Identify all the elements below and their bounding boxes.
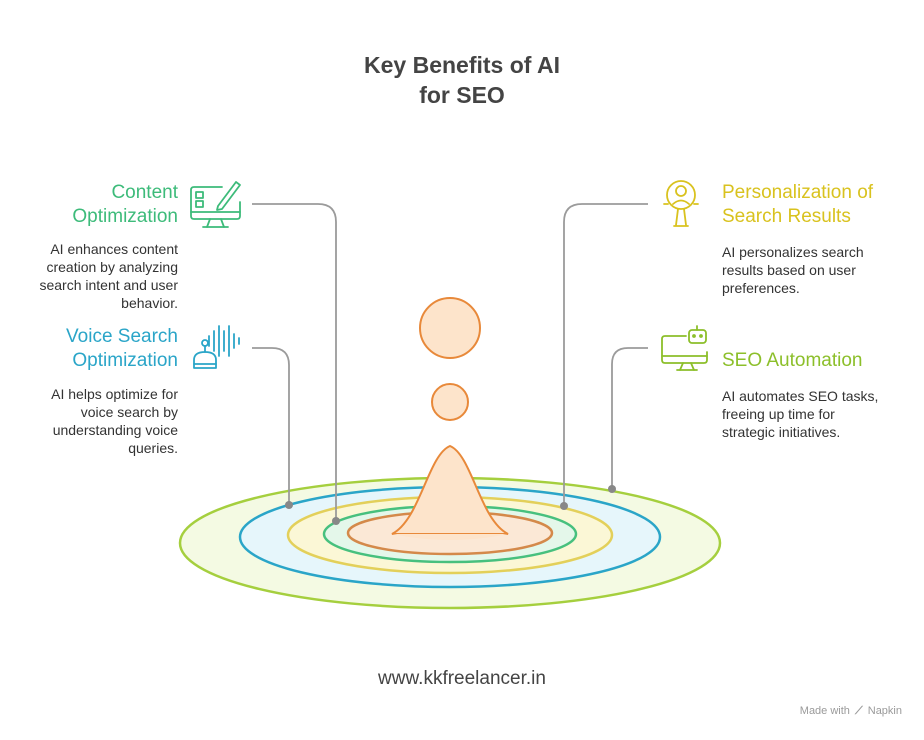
personalization-heading-line-1: Personalization of: [722, 182, 874, 203]
automation-heading: SEO Automation: [722, 349, 912, 373]
personalization-desc-line: AI personalizes search: [722, 244, 864, 260]
automation-desc-line: freeing up time for: [722, 406, 835, 422]
drop-large: [419, 297, 481, 359]
voice-heading-line-1: Voice Search: [66, 326, 178, 347]
title-line-1: Key Benefits of AI: [364, 52, 560, 78]
connector-voice: [252, 347, 290, 505]
connector-content: [252, 203, 337, 521]
website-footer[interactable]: www.kkfreelancer.in: [378, 668, 546, 689]
page-title: Key Benefits of AI for SEO: [0, 50, 924, 110]
voice-desc-line: queries.: [128, 440, 178, 456]
voice-heading: Voice Search Optimization: [30, 325, 178, 373]
personalization-desc-line: results based on user: [722, 262, 856, 278]
voice-desc-line: understanding voice: [52, 422, 178, 438]
title-line-2: for SEO: [419, 82, 505, 108]
automation-desc-line: strategic initiatives.: [722, 424, 841, 440]
content-desc-line: search intent and user: [39, 277, 178, 293]
content-desc-line: behavior.: [121, 295, 178, 311]
content-heading-line-2: Optimization: [72, 206, 178, 227]
robot-soundwave-icon: [193, 325, 240, 369]
personalization-description: AI personalizes search results based on …: [722, 243, 912, 297]
badge-brand: Napkin: [867, 705, 902, 717]
monitor-robot-icon: [661, 325, 708, 371]
content-heading: Content Optimization: [30, 181, 178, 229]
made-with-badge[interactable]: Made with ⟋ Napkin: [800, 705, 902, 718]
content-desc-line: creation by analyzing: [46, 259, 178, 275]
personalization-desc-line: preferences.: [722, 280, 800, 296]
content-description: AI enhances content creation by analyzin…: [20, 240, 178, 312]
automation-heading-line-1: SEO Automation: [722, 350, 863, 371]
voice-desc-line: voice search by: [80, 404, 178, 420]
user-search-icon: [663, 180, 699, 227]
content-desc-line: AI enhances content: [50, 241, 178, 257]
napkin-logo-icon: ⟋: [854, 705, 863, 717]
connector-personalization: [563, 203, 648, 506]
voice-heading-line-2: Optimization: [72, 350, 178, 371]
automation-description: AI automates SEO tasks, freeing up time …: [722, 387, 912, 441]
personalization-heading-line-2: Search Results: [722, 206, 851, 227]
voice-desc-line: AI helps optimize for: [51, 386, 178, 402]
content-heading-line-1: Content: [111, 182, 178, 203]
splash-peak: [391, 444, 509, 535]
drop-small: [431, 383, 469, 421]
badge-prefix: Made with: [799, 705, 850, 717]
personalization-heading: Personalization of Search Results: [722, 181, 912, 229]
connector-automation: [611, 347, 648, 489]
automation-desc-line: AI automates SEO tasks,: [722, 388, 879, 404]
monitor-edit-icon: [190, 181, 241, 228]
voice-description: AI helps optimize for voice search by un…: [20, 385, 178, 457]
